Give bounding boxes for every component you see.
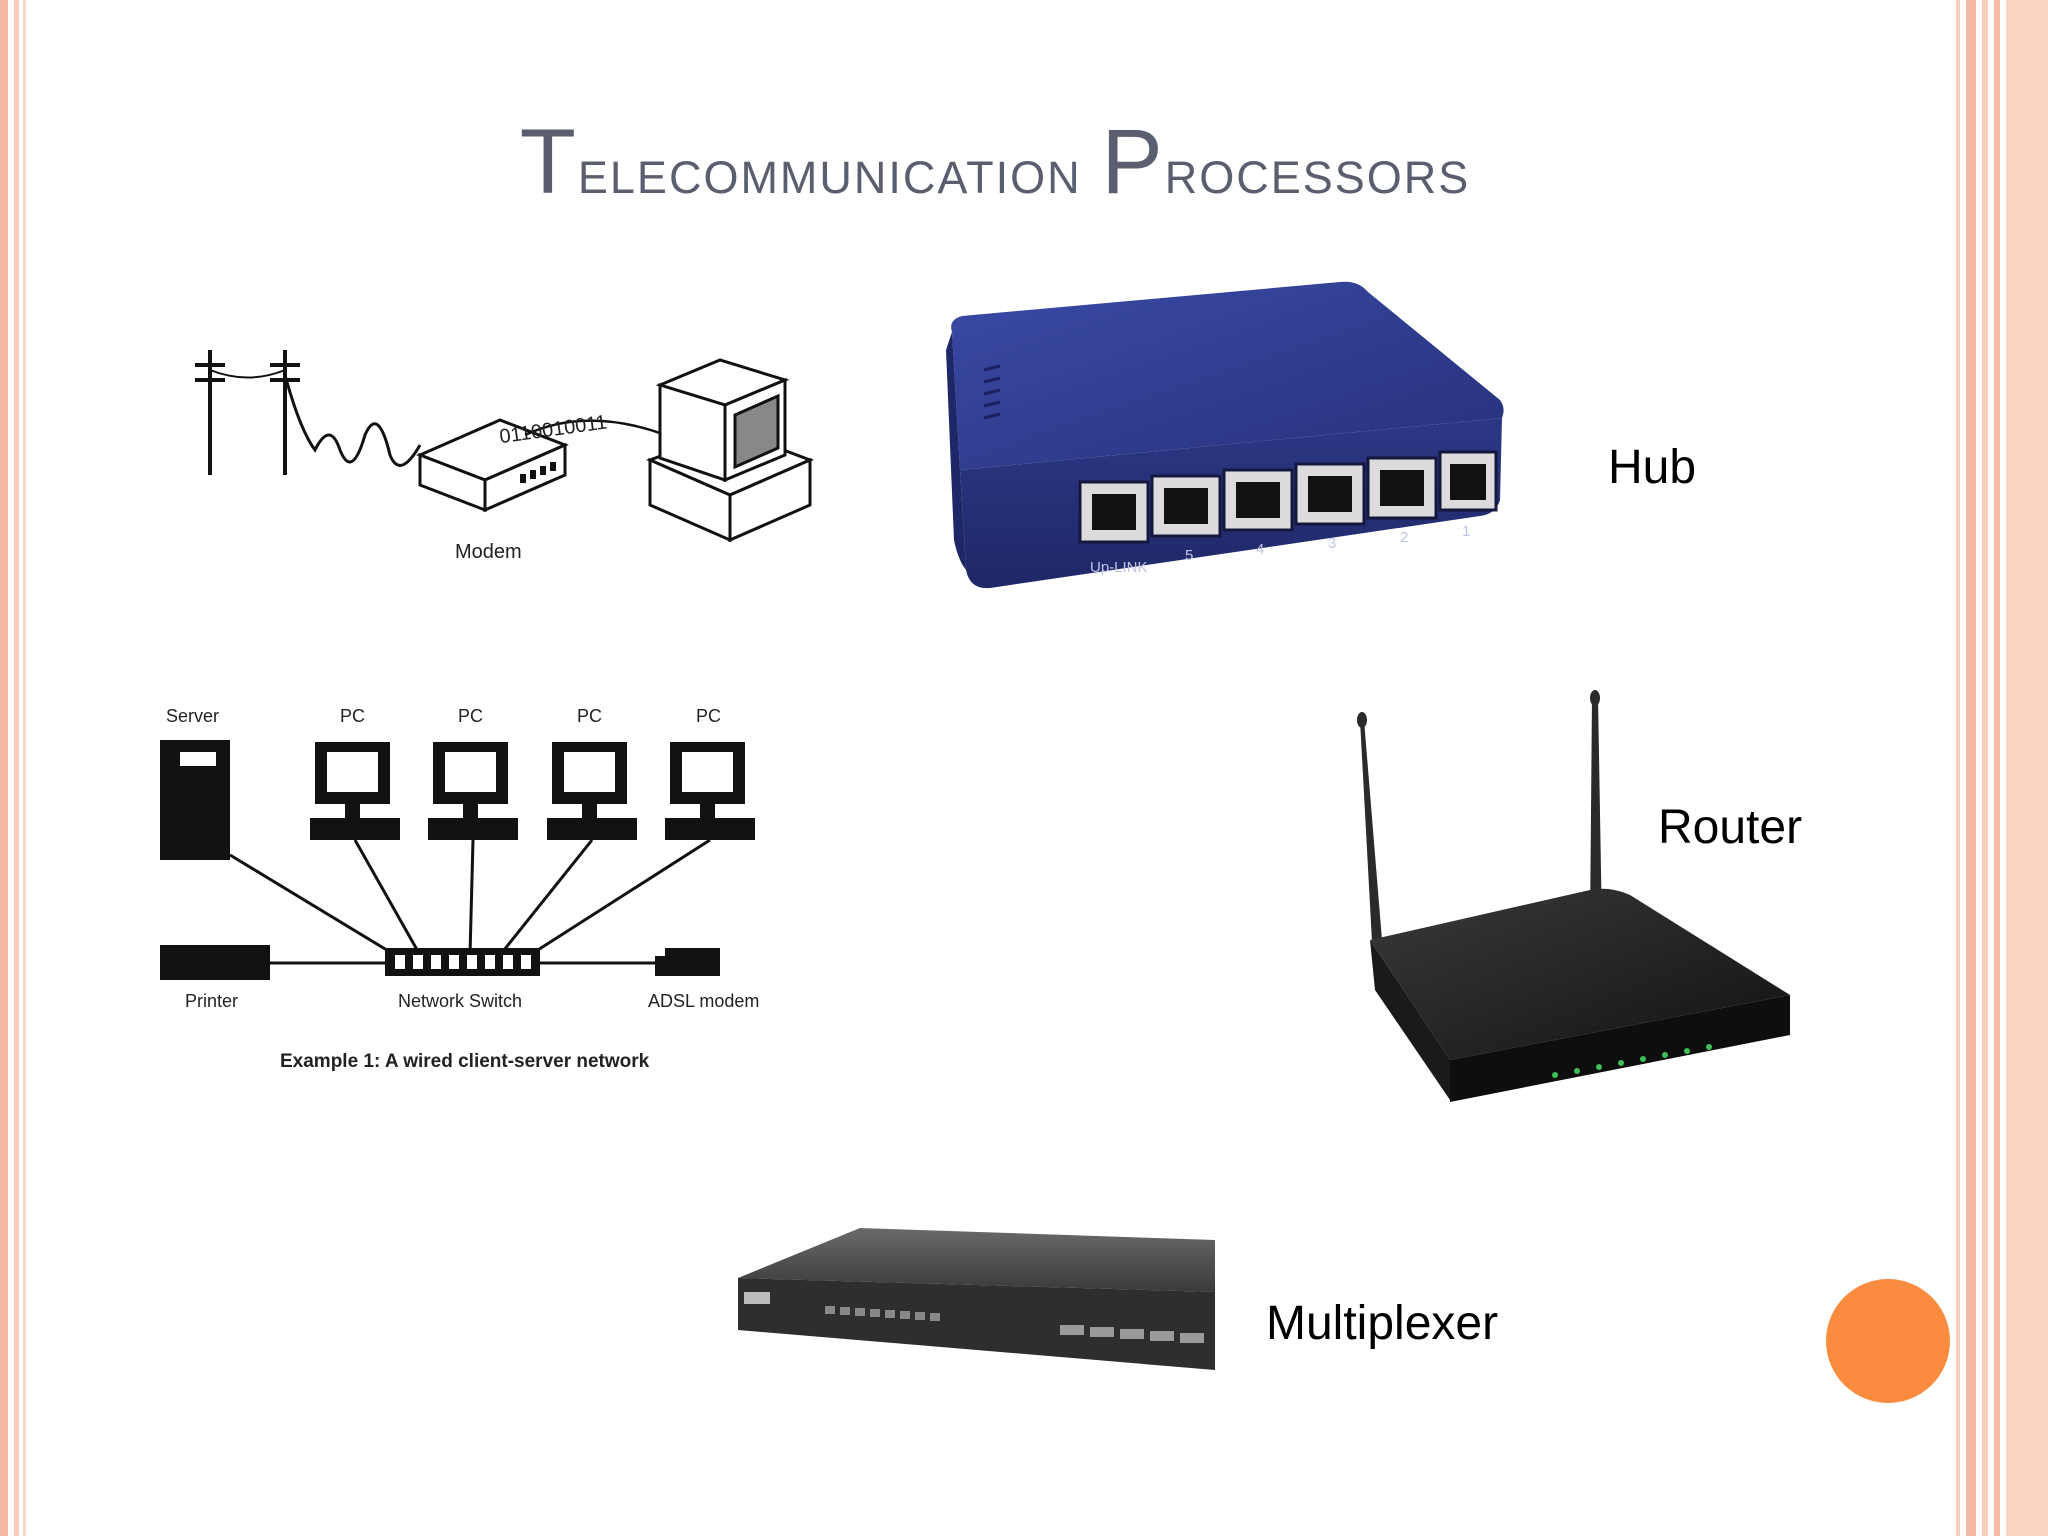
pc-icon [547,742,637,840]
slide-title: Telecommunication Processors [519,111,1471,213]
pc-label-2: PC [458,706,483,726]
router-antenna-left [1360,720,1382,942]
accent-dot [1826,1279,1950,1403]
adsl-modem-label: ADSL modem [648,991,759,1011]
switch-label: Network Switch [398,991,522,1011]
hub-label: Hub [1608,441,1697,494]
hub-image: Up-LINK 5 4 3 2 1 [946,281,1504,589]
slide-frame-right [1956,0,2048,1536]
pc-icon [310,742,400,840]
computer-icon [646,358,814,543]
router-antenna-right [1590,696,1602,930]
modem-diagram: 0110010011 Modem [195,350,814,563]
modem-label: Modem [455,541,522,563]
server-label: Server [166,706,219,726]
pc-label-1: PC [340,706,365,726]
hub-port-5-label: 5 [1185,547,1193,564]
adsl-modem-icon [655,948,720,976]
slide-frame-left [0,0,26,1536]
hub-port-2-label: 2 [1400,529,1408,546]
printer-label: Printer [185,991,238,1011]
hub-port-3-label: 3 [1328,535,1336,552]
modem-icon [416,418,569,513]
pc-label-3: PC [577,706,602,726]
network-switch-icon [385,948,540,976]
printer-icon [160,945,270,980]
router-image [1357,690,1790,1102]
network-diagram: Server PC PC PC PC [160,706,759,1072]
pc-icon [428,742,518,840]
multiplexer-image [738,1228,1215,1370]
server-icon [160,740,230,860]
hub-port-uplink-label: Up-LINK [1090,559,1148,576]
network-caption: Example 1: A wired client-server network [280,1051,650,1072]
router-label: Router [1658,801,1803,854]
utility-poles-icon [195,350,422,475]
pc-label-4: PC [696,706,721,726]
pc-icon [665,742,755,840]
hub-port-4-label: 4 [1256,541,1264,558]
multiplexer-label: Multiplexer [1266,1297,1499,1350]
hub-port-1-label: 1 [1462,523,1470,540]
